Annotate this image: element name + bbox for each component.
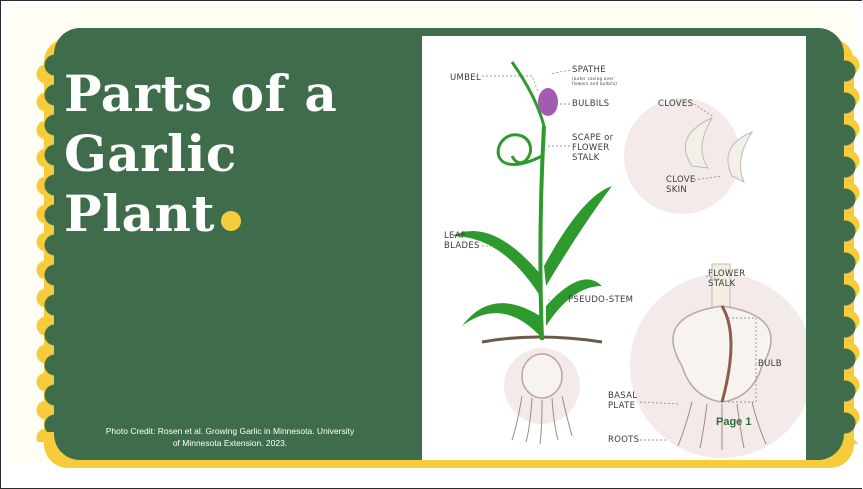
label-basal-1: BASAL xyxy=(608,391,637,401)
title-dot xyxy=(221,211,241,231)
garlic-diagram: UMBEL SPATHE (outer casing over flowers … xyxy=(422,36,806,460)
photo-credit-line-1: Photo Credit: Rosen et al. Growing Garli… xyxy=(70,425,390,437)
spathe-tip xyxy=(512,62,544,126)
label-leaf-1: LEAF xyxy=(444,231,466,241)
garlic-diagram-svg: UMBEL SPATHE (outer casing over flowers … xyxy=(422,36,806,460)
title-line-1: Parts of a xyxy=(64,64,414,124)
label-spathe-note-2: flowers and bulbils) xyxy=(572,81,617,86)
title-line-3-text: Plant xyxy=(64,184,215,243)
leaf-blade-3 xyxy=(462,303,540,336)
leaf-blade-2 xyxy=(544,186,612,286)
green-scallop-left xyxy=(44,54,66,432)
label-cloves: CLOVES xyxy=(658,99,693,109)
page-label: Page 1 xyxy=(716,416,751,428)
cloves-circle xyxy=(624,98,740,214)
leader-spathe xyxy=(550,70,570,74)
photo-credit: Photo Credit: Rosen et al. Growing Garli… xyxy=(70,425,390,449)
label-bulbils: BULBILS xyxy=(572,99,609,109)
label-roots: ROOTS xyxy=(608,435,639,445)
label-clove-skin-2: SKIN xyxy=(666,185,687,195)
label-flower-stalk-2: STALK xyxy=(708,279,736,289)
slide-title: Parts of a Garlic Plant xyxy=(64,64,414,244)
photo-credit-line-2: of Minnesota Extension. 2023. xyxy=(70,437,390,449)
label-pseudo-stem: PSEUDO-STEM xyxy=(568,295,633,305)
bulbils-cluster xyxy=(538,88,558,116)
green-scallop-right xyxy=(834,60,856,444)
label-spathe: SPATHE xyxy=(572,65,606,75)
label-basal-2: PLATE xyxy=(608,401,635,411)
label-flower-stalk-1: FLOWER xyxy=(708,269,746,279)
scape-curl xyxy=(498,135,542,165)
label-scape-2: FLOWER xyxy=(572,143,610,153)
title-line-3: Plant xyxy=(64,184,414,244)
label-clove-skin-1: CLOVE xyxy=(666,175,696,185)
label-umbel: UMBEL xyxy=(450,73,481,83)
label-scape-3: STALK xyxy=(572,153,600,163)
label-bulb: BULB xyxy=(758,359,782,369)
label-leaf-2: BLADES xyxy=(444,241,480,251)
title-line-2: Garlic xyxy=(64,124,414,184)
small-bulb xyxy=(522,354,562,398)
label-scape-1: SCAPE or xyxy=(572,133,614,143)
